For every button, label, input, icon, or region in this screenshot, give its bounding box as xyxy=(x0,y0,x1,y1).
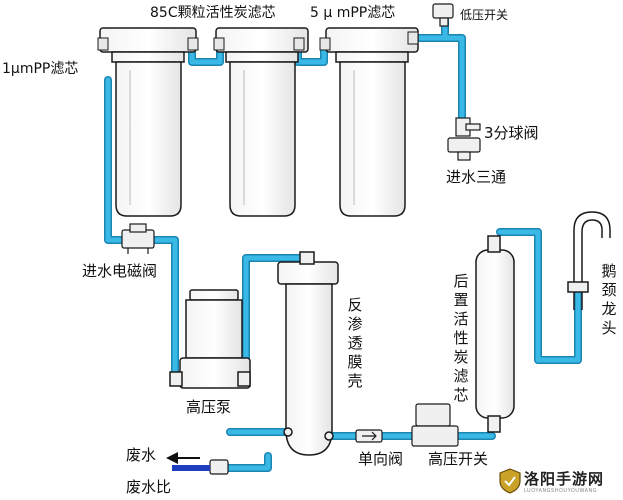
label-high-pressure-switch: 高压开关 xyxy=(428,450,489,468)
ball-valve-icon xyxy=(455,117,481,137)
label-85c-carbon-filter: 85C颗粒活性炭滤芯 xyxy=(150,5,276,21)
label-post-carbon-filter: 后置活性炭滤芯 xyxy=(453,272,469,404)
ro-membrane-housing-icon xyxy=(277,251,339,456)
label-inlet-solenoid-valve: 进水电磁阀 xyxy=(82,262,158,280)
check-valve-icon xyxy=(355,429,383,443)
label-5um-pp-filter: 5 μ mPP滤芯 xyxy=(310,5,396,21)
housing-fittings xyxy=(97,31,419,51)
inlet-tee-icon xyxy=(447,137,481,161)
watermark-logo-text: 洛阳手游网 xyxy=(524,470,605,488)
label-ball-valve: 3分球阀 xyxy=(484,124,539,142)
watermark-sub-text: LUOYANGSHOUYOUWANG xyxy=(524,488,598,494)
booster-pump-icon xyxy=(169,289,251,389)
watermark-shield-icon xyxy=(499,468,521,494)
label-gooseneck-faucet: 鹅颈龙头 xyxy=(601,262,617,337)
label-booster-pump: 高压泵 xyxy=(186,398,232,416)
label-waste-water: 废水 xyxy=(126,446,157,464)
watermark-logo: 洛阳手游网 LUOYANGSHOUYOUWANG xyxy=(498,466,616,496)
gooseneck-faucet-icon xyxy=(567,211,611,310)
inlet-solenoid-valve-icon xyxy=(121,223,155,254)
waste-arrow-icon xyxy=(166,452,200,464)
label-1um-pp-filter: 1μmPP滤芯 xyxy=(2,61,79,77)
label-waste-ratio: 废水比 xyxy=(126,478,172,496)
post-carbon-filter-icon xyxy=(475,235,515,433)
label-inlet-tee: 进水三通 xyxy=(446,168,507,186)
filter-housing-3 xyxy=(325,27,419,217)
label-ro-membrane-housing: 反渗透膜壳 xyxy=(347,296,363,390)
low-pressure-switch-icon xyxy=(432,3,454,27)
label-check-valve: 单向阀 xyxy=(358,450,404,468)
label-low-pressure-switch: 低压开关 xyxy=(460,8,509,22)
waste-ratio-valve-icon xyxy=(209,459,229,475)
filter-housing-1 xyxy=(99,27,197,217)
high-pressure-switch-icon xyxy=(411,403,459,447)
filter-housing-2 xyxy=(215,27,309,217)
